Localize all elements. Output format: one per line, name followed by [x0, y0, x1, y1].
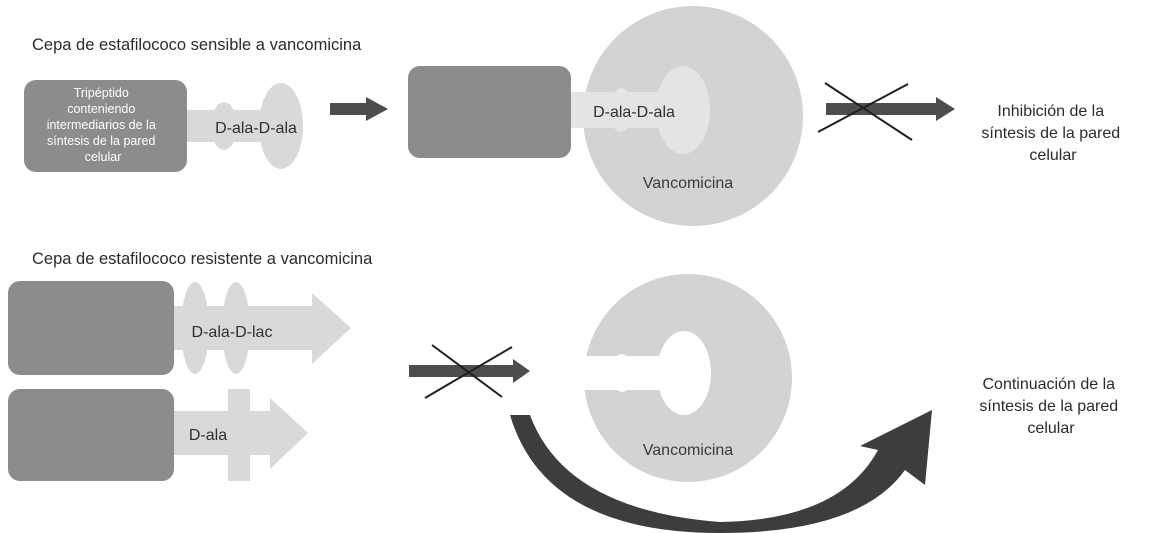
- d-ala-small-lobe: [211, 102, 237, 150]
- sensitive-result-text: Inhibición de la síntesis de la pared ce…: [981, 103, 1124, 164]
- d-ala-d-lac-molecule: D-ala-D-lac: [8, 281, 351, 375]
- tripeptide-line: Tripéptido: [74, 86, 129, 100]
- result-line: Inhibición de la: [997, 103, 1104, 120]
- tripeptide-line: síntesis de la pared: [47, 134, 155, 148]
- result-line: síntesis de la pared: [981, 125, 1120, 142]
- tripeptide-line: intermediarios de la: [47, 118, 156, 132]
- blocked-arrow-shaft: [409, 365, 513, 377]
- lac-arrow-head: [312, 293, 351, 364]
- d-ala-label: D-ala: [189, 427, 227, 444]
- resistant-vancomycin: Vancomicina: [580, 274, 792, 482]
- empty-small-lobe: [611, 354, 633, 392]
- d-ala-d-lac-label: D-ala-D-lac: [192, 324, 273, 341]
- result-line: Continuación de la: [983, 376, 1116, 393]
- tripeptide-box: [24, 80, 187, 172]
- d-ala-arrow-head: [270, 398, 308, 469]
- resistant-tripeptide-box-2: [8, 389, 174, 481]
- resistant-strain-title: Cepa de estafilococo resistente a vancom…: [32, 250, 373, 268]
- sensitive-unbound-molecule: Tripéptido conteniendo intermediarios de…: [24, 80, 303, 172]
- tripeptide-line: celular: [85, 150, 122, 164]
- sensitive-strain-title: Cepa de estafilococo sensible a vancomic…: [32, 36, 362, 54]
- bound-d-ala-d-ala-label: D-ala-D-ala: [593, 104, 675, 121]
- blocked-arrow-shaft: [826, 103, 936, 115]
- blocked-arrow-head: [936, 97, 955, 121]
- empty-large-lobe: [657, 331, 711, 415]
- cross-line: [431, 344, 503, 398]
- d-ala-d-ala-label: D-ala-D-ala: [215, 120, 297, 137]
- bound-large-lobe: [656, 66, 710, 154]
- result-line: síntesis de la pared: [979, 398, 1118, 415]
- result-line: celular: [1027, 420, 1075, 437]
- blocked-arrow-resistant: [409, 344, 530, 399]
- resistant-tripeptide-box-1: [8, 281, 174, 375]
- cross-line: [424, 346, 513, 399]
- binding-arrow: [330, 97, 388, 121]
- bound-tripeptide-box: [408, 66, 571, 158]
- tripeptide-line: conteniendo: [67, 102, 135, 116]
- blocked-arrow-sensitive: [817, 82, 955, 141]
- d-ala-large-lobe: [259, 83, 303, 169]
- resistant-vancomycin-label: Vancomicina: [643, 442, 734, 459]
- cross-line: [817, 83, 909, 133]
- d-ala-arrow-body: [172, 411, 272, 455]
- resistant-result-text: Continuación de la síntesis de la pared …: [979, 376, 1122, 437]
- bound-small-lobe: [609, 88, 633, 132]
- sensitive-bound-complex: D-ala-D-ala Vancomicina: [408, 6, 803, 226]
- binding-arrow-head: [366, 97, 388, 121]
- result-line: celular: [1029, 147, 1077, 164]
- lac-arrow-body: [172, 306, 315, 350]
- binding-arrow-shaft: [330, 103, 366, 115]
- blocked-arrow-head: [513, 359, 530, 383]
- vancomycin-label: Vancomicina: [643, 175, 734, 192]
- tripeptide-label: Tripéptido conteniendo intermediarios de…: [47, 86, 160, 164]
- bypass-curved-arrow: [510, 410, 932, 533]
- d-ala-molecule: D-ala: [8, 389, 308, 481]
- cross-line: [824, 82, 913, 141]
